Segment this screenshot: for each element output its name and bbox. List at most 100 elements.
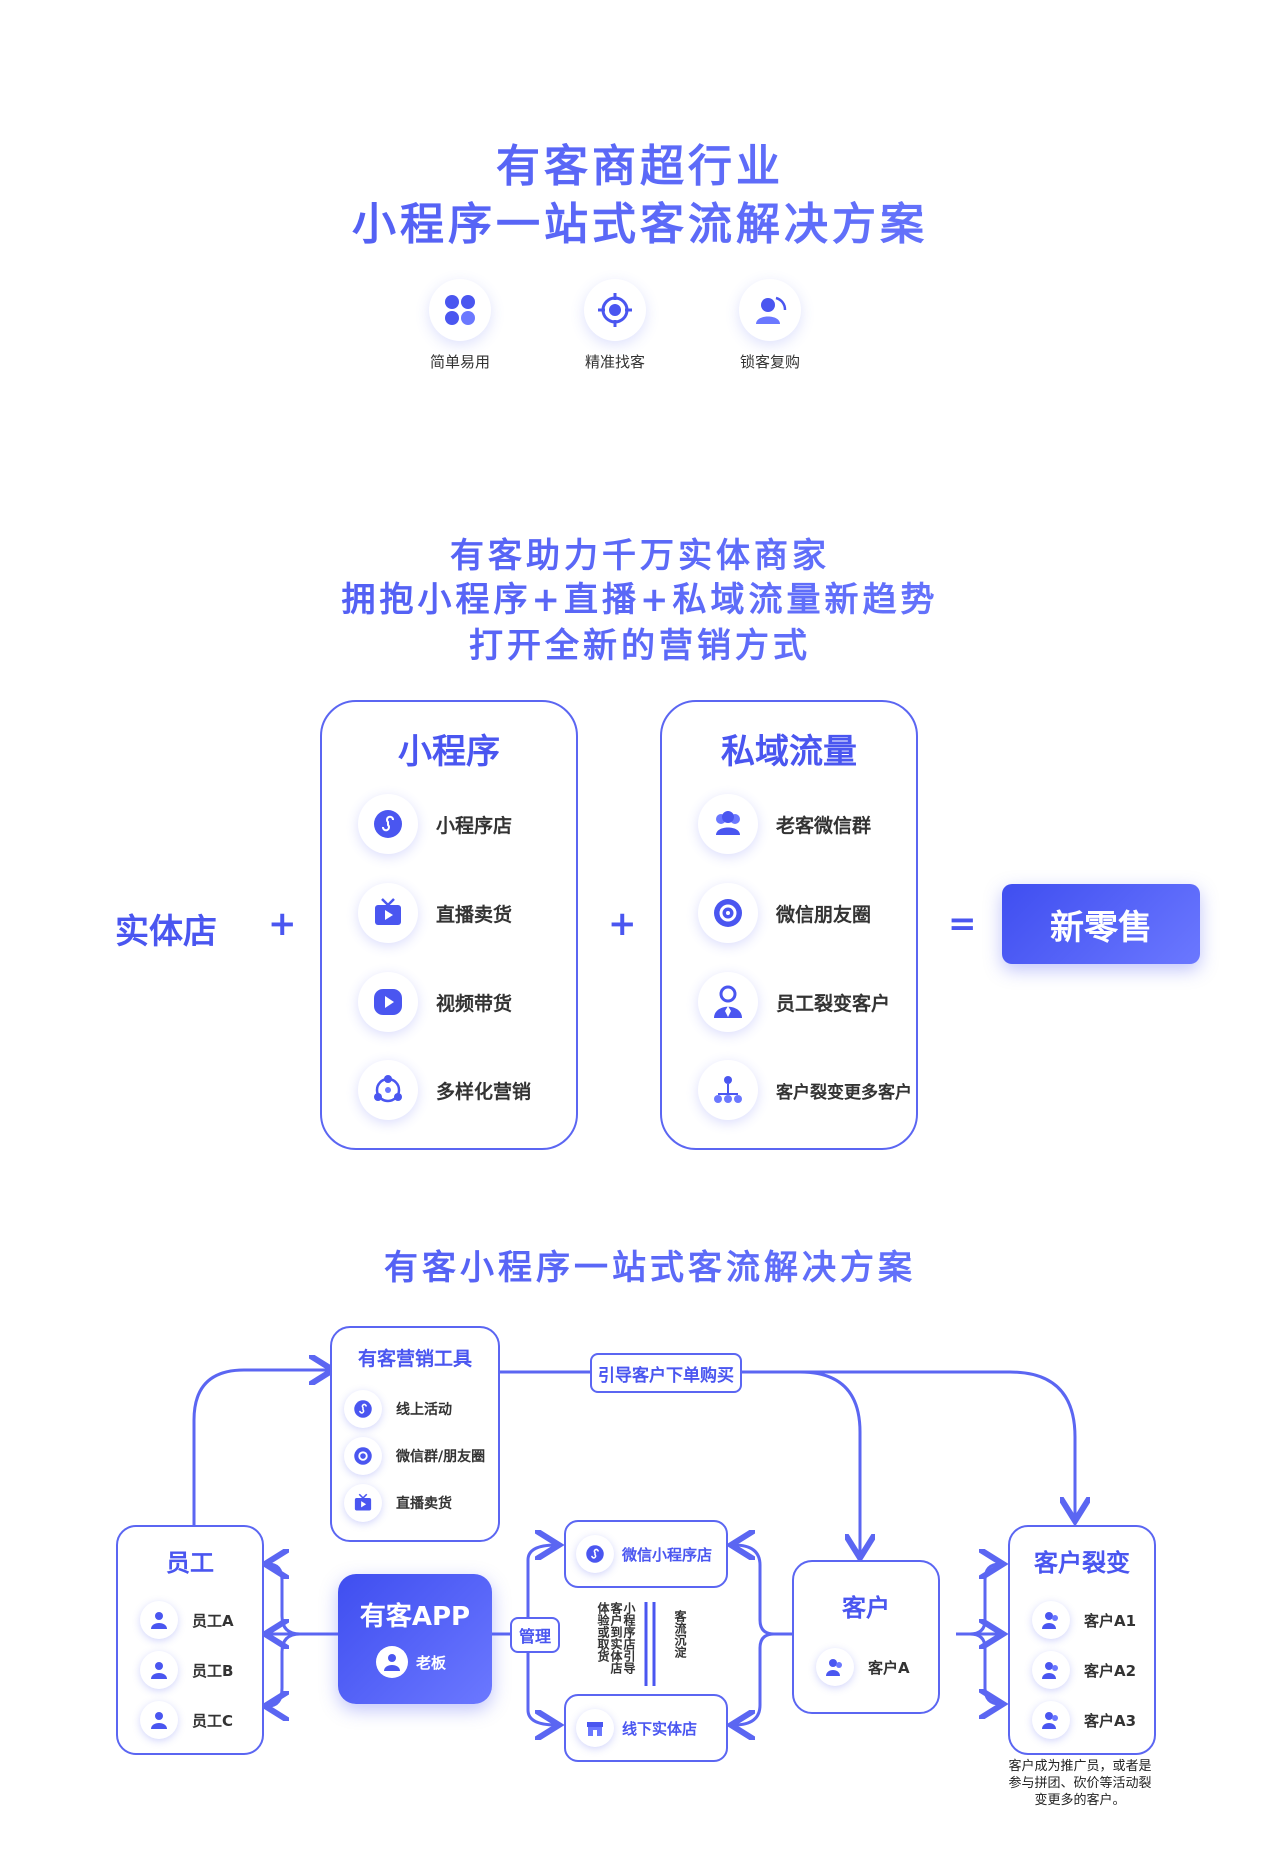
wechat-store-box: 微信小程序店 [564, 1520, 728, 1588]
customer-box: 客户 客户A [792, 1560, 940, 1714]
new-retail-badge: 新零售 [1002, 884, 1200, 964]
user-icon [140, 1601, 178, 1639]
equals-sign: = [948, 904, 977, 944]
store-row: 线下实体店 [576, 1709, 697, 1747]
item-label: 微信朋友圈 [776, 903, 872, 926]
user-icon [140, 1651, 178, 1689]
note-line: 变更多的客户。 [1034, 1793, 1126, 1808]
item-label: 员工裂变客户 [776, 992, 891, 1015]
item-label: 视频带货 [436, 992, 513, 1015]
mini-program-card: 小程序 小程序店 直播卖货 视频带货 多样化营销 [320, 700, 578, 1150]
customer-icon [816, 1648, 854, 1686]
item-label: 老客微信群 [776, 814, 872, 837]
item-label: 员工C [192, 1711, 234, 1730]
box-title: 客户 [842, 1594, 890, 1622]
boss-label: 老板 [416, 1653, 447, 1672]
item-label: 员工A [192, 1611, 234, 1630]
mini-program-icon [576, 1535, 614, 1573]
list-item: 多样化营销 [358, 1060, 531, 1120]
fission-item: 客户A2 [1032, 1651, 1136, 1689]
marketing-tools-box: 有客营销工具 线上活动 微信群/朋友圈 直播卖货 [330, 1326, 500, 1542]
item-label: 直播卖货 [396, 1496, 452, 1512]
youke-app-box: 有客APP 老板 [338, 1574, 492, 1704]
grid-icon [429, 279, 491, 341]
item-label: 线上活动 [396, 1402, 452, 1418]
staff-item: 员工C [140, 1701, 233, 1739]
feature-label: 精准找客 [584, 353, 645, 371]
list-item: 小程序店 [358, 794, 512, 854]
box-title: 有客营销工具 [357, 1348, 472, 1370]
item-label: 员工B [192, 1661, 234, 1680]
item-label: 客户裂变更多客户 [776, 1082, 912, 1103]
group-chat-icon [698, 794, 758, 854]
feature-easy: 简单易用 [400, 279, 520, 372]
tv-live-icon [358, 883, 418, 943]
item-label: 客户A [868, 1658, 910, 1677]
item-label: 直播卖货 [436, 903, 513, 926]
target-icon [584, 279, 646, 341]
guide-purchase-label: 引导客户下单购买 [590, 1353, 742, 1393]
note-line: 参与拼团、砍价等活动裂 [1008, 1776, 1152, 1791]
feature-repurchase: 锁客复购 [710, 279, 830, 372]
feature-label: 简单易用 [429, 353, 490, 371]
moments-icon [698, 883, 758, 943]
app-title: 有客APP [359, 1602, 471, 1632]
flow-text-2: 客户到实体店 [609, 1602, 623, 1674]
list-item: 视频带货 [358, 972, 512, 1032]
moments-icon [344, 1437, 382, 1475]
manage-label: 管理 [510, 1617, 560, 1653]
plus-sign-2: + [608, 904, 637, 944]
customer-item: 客户A [816, 1648, 910, 1686]
customer-icon [1032, 1651, 1070, 1689]
section2-line1: 有客助力千万实体商家 [0, 528, 1280, 577]
fission-item: 客户A1 [1032, 1601, 1136, 1639]
customer-icon [1032, 1601, 1070, 1639]
tool-item: 线上活动 [344, 1390, 452, 1428]
mini-program-icon [344, 1390, 382, 1428]
customer-icon [1032, 1701, 1070, 1739]
flow-text-4: 客流沉淀 [673, 1610, 687, 1658]
card-title: 私域流量 [721, 732, 857, 772]
tv-live-icon [344, 1484, 382, 1522]
box-title: 员工 [166, 1549, 214, 1577]
item-label: 小程序店 [436, 814, 513, 837]
section3-title: 有客小程序一站式客流解决方案 [0, 1240, 1280, 1289]
fission-item: 客户A3 [1032, 1701, 1136, 1739]
item-label: 多样化营销 [436, 1080, 532, 1103]
flow-text-3: 体验或取货 [596, 1602, 610, 1662]
feature-precise: 精准找客 [555, 279, 675, 372]
main-title-line2: 小程序一站式客流解决方案 [0, 188, 1280, 252]
mini-program-icon [358, 794, 418, 854]
video-play-icon [358, 972, 418, 1032]
item-label: 客户A2 [1084, 1661, 1137, 1680]
customer-fission-box: 客户裂变 客户A1 客户A2 客户A3 [1008, 1525, 1156, 1755]
section2-line3: 打开全新的营销方式 [0, 618, 1280, 667]
boss-row: 老板 [376, 1646, 446, 1678]
note-line: 客户成为推广员，或者是 [1008, 1759, 1152, 1774]
plus-sign-1: + [268, 904, 297, 944]
private-traffic-card: 私域流量 老客微信群 微信朋友圈 员工裂变客户 客户裂变更多客户 [660, 700, 918, 1150]
tool-item: 直播卖货 [344, 1484, 452, 1522]
item-label: 微信群/朋友圈 [396, 1449, 486, 1465]
fission-note: 客户成为推广员，或者是 参与拼团、砍价等活动裂 变更多的客户。 [990, 1758, 1170, 1809]
main-title-line1: 有客商超行业 [0, 130, 1280, 194]
fission-tree-icon [698, 1060, 758, 1120]
list-item: 客户裂变更多客户 [698, 1060, 912, 1120]
feature-label: 锁客复购 [739, 353, 800, 371]
list-item: 直播卖货 [358, 883, 512, 943]
section2-line2: 拥抱小程序+直播+私域流量新趋势 [0, 572, 1280, 621]
card-title: 小程序 [398, 732, 500, 772]
item-label: 客户A3 [1084, 1711, 1137, 1730]
customer-lock-icon [739, 279, 801, 341]
employee-icon [698, 972, 758, 1032]
staff-box: 员工 员工A 员工B 员工C [116, 1525, 264, 1755]
store-label: 微信小程序店 [622, 1545, 713, 1564]
staff-item: 员工A [140, 1601, 234, 1639]
list-item: 老客微信群 [698, 794, 871, 854]
list-item: 微信朋友圈 [698, 883, 871, 943]
user-icon [140, 1701, 178, 1739]
box-title: 客户裂变 [1034, 1549, 1130, 1577]
tool-item: 微信群/朋友圈 [344, 1437, 485, 1475]
list-item: 员工裂变客户 [698, 972, 890, 1032]
boss-icon [376, 1646, 408, 1678]
